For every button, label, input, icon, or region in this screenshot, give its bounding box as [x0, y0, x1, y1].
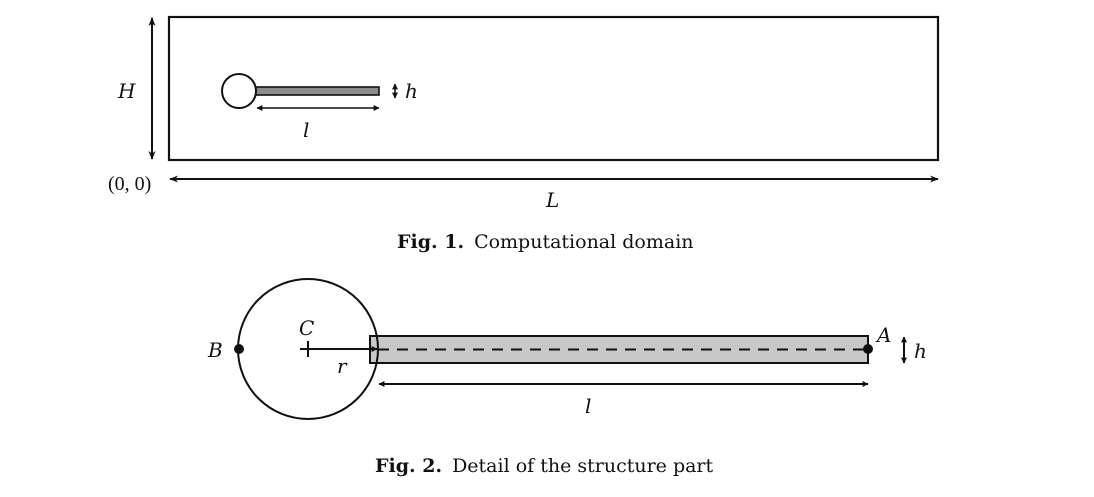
thickness-label: h — [914, 339, 927, 363]
figure-1-caption-text: Computational domain — [474, 231, 693, 253]
length-label: L — [545, 188, 559, 212]
height-label: H — [117, 79, 136, 103]
radius-label: r — [337, 354, 348, 378]
thickness-label-small: h — [405, 79, 418, 103]
figure-2-number: Fig. 2. — [375, 455, 442, 477]
origin-label: (0, 0) — [108, 173, 151, 195]
figure-1-caption: Fig. 1. Computational domain — [397, 231, 694, 253]
computational-domain — [167, 15, 940, 162]
figure-1-number: Fig. 1. — [397, 231, 464, 253]
point-b-marker — [234, 344, 244, 354]
beam-length-label-small: l — [303, 118, 309, 142]
figure-2: B C r A h l Fig. 2. Detail of the struct… — [207, 278, 927, 477]
figure-2-caption-text: Detail of the structure part — [452, 455, 713, 477]
point-b-label: B — [207, 338, 223, 362]
point-a-label: A — [875, 323, 891, 347]
center-label: C — [299, 316, 314, 340]
cylinder-small — [221, 73, 257, 109]
beam-small — [251, 86, 380, 96]
figure-1: H (0, 0) L l h Fig. 1. Computational dom… — [108, 15, 940, 253]
beam-length-label: l — [585, 394, 591, 418]
point-a-marker — [863, 344, 873, 354]
figure-2-caption: Fig. 2. Detail of the structure part — [375, 455, 714, 477]
